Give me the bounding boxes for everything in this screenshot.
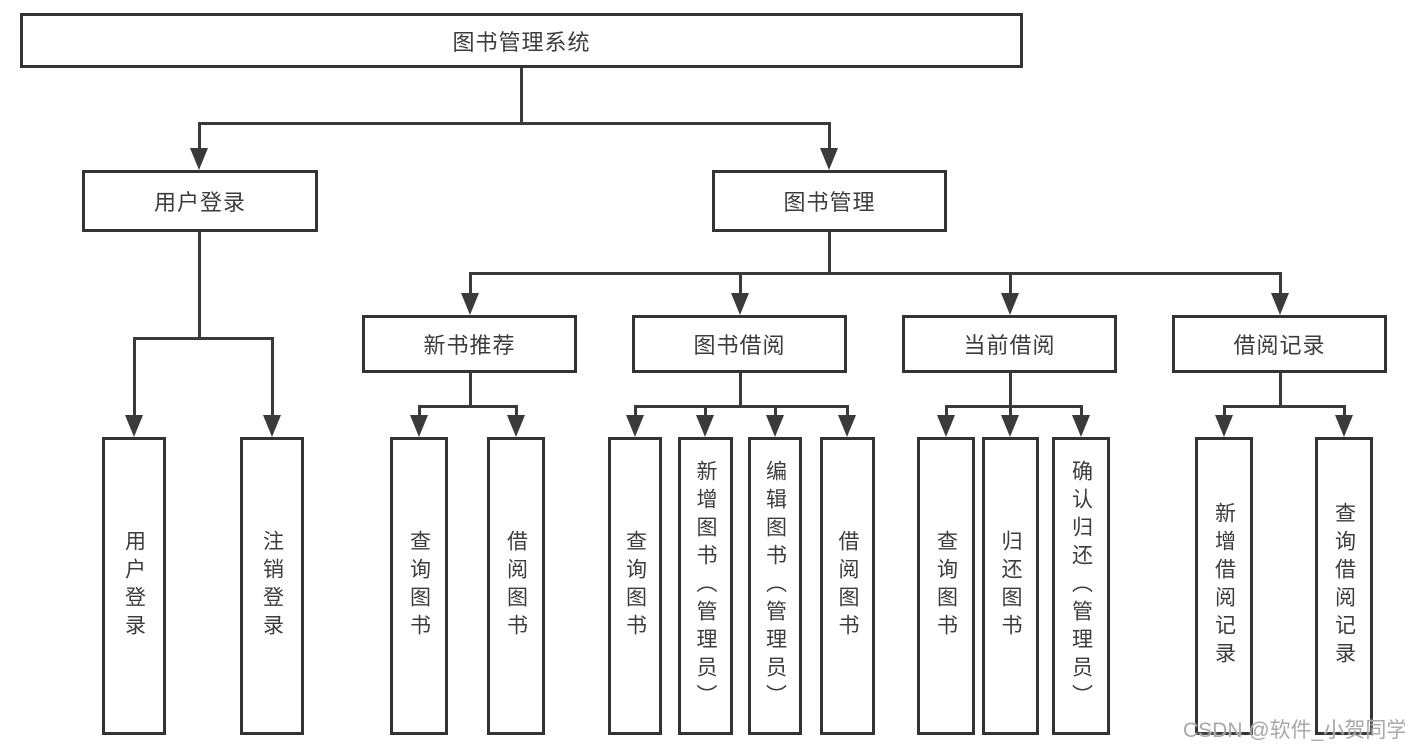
leaf-query-books-borrow: 查询图书 — [608, 437, 662, 735]
connector-line — [418, 405, 518, 408]
connector-line — [1223, 405, 1345, 408]
connector-line — [133, 337, 274, 340]
watermark: CSDN @软件_小贺同学 — [1183, 719, 1405, 742]
connector-line — [634, 405, 637, 419]
connector-line — [418, 405, 421, 419]
arrowhead-icon — [1072, 415, 1090, 437]
leaf-label: 归还图书 — [999, 530, 1022, 642]
connector-line — [469, 272, 472, 297]
connector-line — [133, 337, 136, 419]
arrowhead-icon — [1271, 293, 1289, 315]
node-user-login: 用户登录 — [82, 170, 318, 232]
connector-line — [739, 373, 742, 405]
connector-line — [1279, 373, 1282, 405]
leaf-query-books-current: 查询图书 — [917, 437, 975, 735]
connector-line — [198, 232, 201, 337]
node-book-borrow: 图书借阅 — [632, 315, 847, 373]
connector-line — [739, 272, 742, 297]
connector-line — [634, 405, 848, 408]
arrowhead-icon — [731, 293, 749, 315]
connector-line — [520, 68, 523, 122]
leaf-query-borrow-record: 查询借阅记录 — [1315, 437, 1373, 735]
leaf-label: 查询图书 — [934, 530, 958, 642]
connector-line — [1009, 405, 1012, 419]
connector-line — [199, 122, 831, 125]
node-current-borrow: 当前借阅 — [902, 315, 1117, 373]
leaf-confirm-return-admin: 确认归还（管理员） — [1052, 437, 1110, 735]
connector-line — [828, 232, 831, 272]
arrowhead-icon — [838, 415, 856, 437]
leaf-label: 新增借阅记录 — [1212, 502, 1236, 670]
arrowhead-icon — [626, 415, 644, 437]
leaf-label: 确认归还（管理员） — [1069, 460, 1093, 712]
leaf-add-borrow-record: 新增借阅记录 — [1195, 437, 1253, 735]
leaf-logout: 注销登录 — [240, 437, 304, 735]
arrowhead-icon — [1215, 415, 1233, 437]
connector-line — [846, 405, 849, 419]
arrowhead-icon — [125, 415, 143, 437]
leaf-user-login: 用户登录 — [102, 437, 166, 735]
arrowhead-icon — [766, 415, 784, 437]
connector-line — [1343, 405, 1346, 419]
connector-line — [198, 122, 201, 152]
leaf-label: 用户登录 — [122, 530, 146, 642]
node-book-management: 图书管理 — [712, 170, 947, 232]
connector-line — [1080, 405, 1083, 419]
arrowhead-icon — [696, 415, 714, 437]
leaf-label: 查询图书 — [623, 530, 647, 642]
connector-line — [1279, 272, 1282, 297]
arrowhead-icon — [820, 148, 838, 170]
arrowhead-icon — [1335, 415, 1353, 437]
connector-line — [1009, 373, 1012, 405]
leaf-query-books-recommend: 查询图书 — [390, 437, 448, 735]
leaf-edit-book-admin: 编辑图书（管理员） — [748, 437, 802, 735]
leaf-label: 新增图书（管理员） — [694, 460, 717, 712]
connector-line — [704, 405, 707, 419]
arrowhead-icon — [461, 293, 479, 315]
leaf-label: 注销登录 — [260, 530, 284, 642]
leaf-label: 借阅图书 — [836, 530, 859, 642]
arrowhead-icon — [507, 415, 525, 437]
arrowhead-icon — [190, 148, 208, 170]
connector-line — [1009, 272, 1012, 297]
node-root: 图书管理系统 — [20, 13, 1023, 68]
connector-line — [1223, 405, 1226, 419]
connector-line — [774, 405, 777, 419]
arrowhead-icon — [937, 415, 955, 437]
leaf-borrow-books-recommend: 借阅图书 — [487, 437, 545, 735]
leaf-borrow-books: 借阅图书 — [820, 437, 875, 735]
connector-line — [271, 337, 274, 419]
leaf-label: 编辑图书（管理员） — [763, 460, 787, 712]
arrowhead-icon — [263, 415, 281, 437]
leaf-label: 查询借阅记录 — [1332, 502, 1356, 670]
connector-line — [945, 405, 948, 419]
leaf-label: 借阅图书 — [504, 530, 528, 642]
node-new-book-recommend: 新书推荐 — [362, 315, 577, 373]
leaf-label: 查询图书 — [407, 530, 431, 642]
connector-line — [469, 272, 1282, 275]
node-borrow-records: 借阅记录 — [1172, 315, 1387, 373]
connector-line — [469, 373, 472, 405]
arrowhead-icon — [1001, 293, 1019, 315]
connector-line — [828, 122, 831, 152]
arrowhead-icon — [410, 415, 428, 437]
connector-line — [945, 405, 1083, 408]
connector-line — [515, 405, 518, 419]
leaf-return-book: 归还图书 — [982, 437, 1039, 735]
leaf-add-book-admin: 新增图书（管理员） — [678, 437, 733, 735]
arrowhead-icon — [1001, 415, 1019, 437]
